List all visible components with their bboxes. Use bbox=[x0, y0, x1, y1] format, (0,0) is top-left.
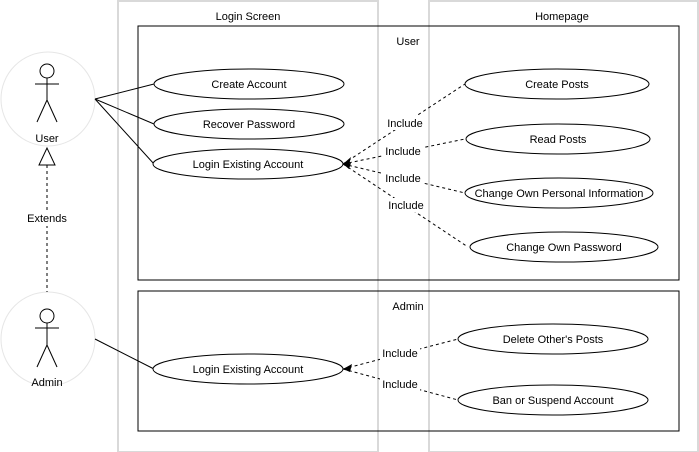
include-label-6: Include bbox=[382, 379, 417, 391]
actor-user-label: User bbox=[35, 133, 59, 145]
use-case-ban-account[interactable]: Ban or Suspend Account bbox=[457, 384, 649, 416]
association-admin bbox=[94, 338, 155, 370]
associations-user bbox=[94, 83, 155, 165]
use-case-create-posts[interactable]: Create Posts bbox=[464, 68, 650, 100]
include-label-5: Include bbox=[382, 348, 417, 360]
swimlane-homepage: Homepage bbox=[428, 0, 699, 452]
actor-admin-halo bbox=[0, 291, 96, 387]
include-label-4: Include bbox=[388, 200, 423, 212]
use-case-read-posts[interactable]: Read Posts bbox=[465, 123, 651, 155]
boundary-title-admin: Admin bbox=[392, 301, 423, 313]
swimlane-title-login-screen: Login Screen bbox=[216, 11, 281, 23]
use-case-login-user-label: Login Existing Account bbox=[193, 159, 304, 171]
actor-admin-label: Admin bbox=[31, 377, 62, 389]
use-case-create-account[interactable]: Create Account bbox=[153, 68, 345, 100]
use-case-create-account-label: Create Account bbox=[211, 79, 286, 91]
actor-admin-head bbox=[39, 308, 55, 324]
include-label-1: Include bbox=[387, 118, 422, 130]
actor-admin[interactable] bbox=[35, 308, 59, 368]
actor-user-head bbox=[39, 63, 55, 79]
use-case-change-info[interactable]: Change Own Personal Information bbox=[464, 177, 654, 209]
include-label-2: Include bbox=[385, 146, 420, 158]
use-case-read-posts-label: Read Posts bbox=[530, 134, 587, 146]
use-case-recover-password-label: Recover Password bbox=[203, 119, 295, 131]
use-case-change-password-label: Change Own Password bbox=[506, 242, 622, 254]
use-case-change-info-label: Change Own Personal Information bbox=[475, 188, 644, 200]
include-arrowhead-admin bbox=[343, 364, 352, 372]
swimlane-login-screen: Login Screen bbox=[117, 0, 379, 452]
use-case-delete-posts[interactable]: Delete Other's Posts bbox=[457, 323, 649, 355]
boundary-user: User bbox=[137, 25, 680, 281]
actor-user[interactable] bbox=[35, 63, 59, 123]
use-case-delete-posts-label: Delete Other's Posts bbox=[503, 334, 604, 346]
include-relations-admin bbox=[342, 338, 459, 401]
use-case-login-user[interactable]: Login Existing Account bbox=[152, 148, 344, 180]
extends-relation: Extends bbox=[24, 146, 70, 292]
include-labels: Include Include Include Include Include … bbox=[380, 116, 426, 391]
use-case-recover-password[interactable]: Recover Password bbox=[153, 108, 345, 140]
include-relations-user bbox=[342, 83, 469, 248]
boundary-title-user: User bbox=[396, 36, 420, 48]
include-arrowhead-user bbox=[343, 157, 351, 165]
use-case-ban-account-label: Ban or Suspend Account bbox=[492, 395, 613, 407]
use-case-change-password[interactable]: Change Own Password bbox=[469, 231, 659, 263]
extends-label: Extends bbox=[27, 213, 67, 225]
use-case-create-posts-label: Create Posts bbox=[525, 79, 589, 91]
use-case-login-admin[interactable]: Login Existing Account bbox=[152, 353, 344, 385]
include-label-3: Include bbox=[385, 173, 420, 185]
swimlane-title-homepage: Homepage bbox=[535, 11, 589, 23]
include-arrowhead-user-2 bbox=[343, 163, 351, 169]
generalization-arrowhead bbox=[38, 146, 56, 166]
use-case-login-admin-label: Login Existing Account bbox=[193, 364, 304, 376]
